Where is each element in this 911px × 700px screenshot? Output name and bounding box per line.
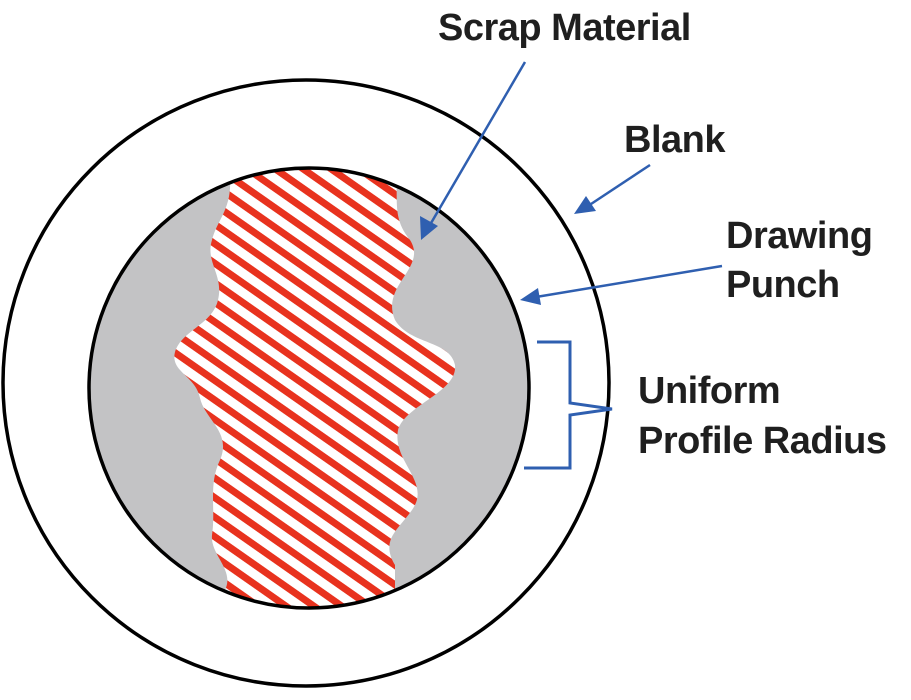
drawing-punch-label-line2: Punch (726, 264, 840, 306)
blank-circle (1, 78, 611, 688)
uniform-profile-radius-bracket (524, 340, 613, 470)
drawing-punch-label-line1: Drawing (726, 215, 872, 257)
uniform-profile-radius-label-line1: Uniform (638, 370, 780, 412)
scrap-material-arrowhead (420, 216, 438, 240)
blank-arrowhead (574, 196, 596, 214)
drawing-punch-leader (535, 264, 723, 299)
scrap-material-label: Scrap Material (438, 7, 691, 49)
blank-leader (587, 163, 651, 208)
drawing-punch-outline (87, 166, 531, 610)
uniform-profile-radius-label-line2: Profile Radius (638, 420, 887, 462)
drawing-punch-arrowhead (520, 288, 541, 305)
blank-label: Blank (624, 119, 726, 161)
scrap-material-region (174, 168, 456, 608)
scrap-material-leader (425, 61, 527, 231)
